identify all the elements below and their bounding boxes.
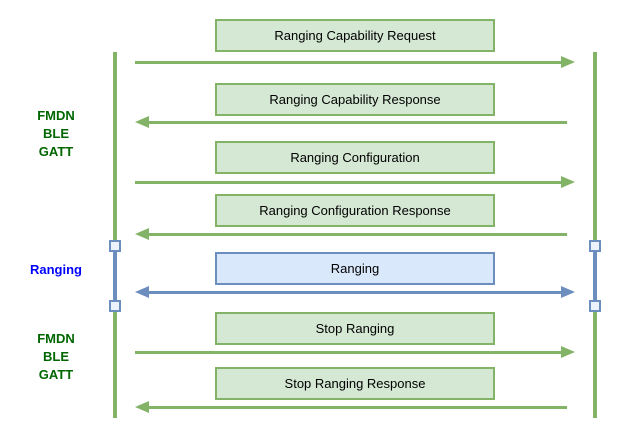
lane-label-fmdn-ble-gatt-bottom: FMDN BLE GATT xyxy=(37,331,75,382)
arrow-ranging-configuration-response xyxy=(135,228,567,240)
message-box-ranging-capability-request: Ranging Capability Request xyxy=(215,19,495,52)
arrow-line xyxy=(135,350,563,354)
message-box-ranging-configuration: Ranging Configuration xyxy=(215,141,495,174)
activation-node-top-left xyxy=(109,240,121,252)
activation-bar-right xyxy=(593,245,597,306)
arrow-line xyxy=(135,60,563,64)
activation-node-bottom-right xyxy=(589,300,601,312)
arrow-line xyxy=(147,405,567,409)
arrow-ranging-capability-response xyxy=(135,116,567,128)
lane-label-ranging: Ranging xyxy=(30,262,82,277)
arrow-ranging-capability-request xyxy=(135,56,575,68)
message-box-ranging-configuration-response: Ranging Configuration Response xyxy=(215,194,495,227)
arrow-ranging-bidirectional xyxy=(135,286,575,298)
lifeline-left xyxy=(113,52,117,418)
lifeline-right xyxy=(593,52,597,418)
activation-bar-left xyxy=(113,245,117,306)
message-box-stop-ranging: Stop Ranging xyxy=(215,312,495,345)
arrow-stop-ranging xyxy=(135,346,575,358)
arrow-stop-ranging-response xyxy=(135,401,567,413)
activation-node-top-right xyxy=(589,240,601,252)
message-box-ranging: Ranging xyxy=(215,252,495,285)
arrow-line xyxy=(147,290,563,294)
message-box-ranging-capability-response: Ranging Capability Response xyxy=(215,83,495,116)
message-box-stop-ranging-response: Stop Ranging Response xyxy=(215,367,495,400)
arrow-line xyxy=(147,120,567,124)
arrow-line xyxy=(147,232,567,236)
arrow-line xyxy=(135,180,563,184)
activation-node-bottom-left xyxy=(109,300,121,312)
lane-label-fmdn-ble-gatt-top: FMDN BLE GATT xyxy=(37,108,75,159)
arrow-ranging-configuration xyxy=(135,176,575,188)
